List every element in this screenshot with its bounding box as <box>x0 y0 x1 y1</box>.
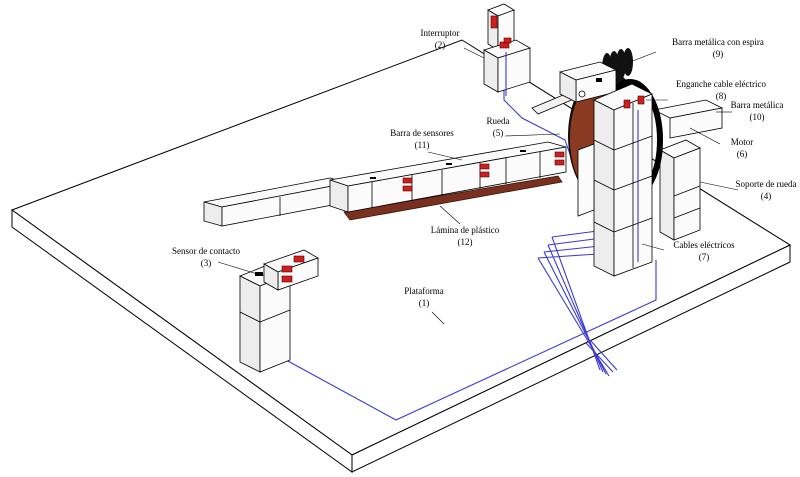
switch-tower <box>483 3 531 96</box>
label-barra-sensores: Barra de sensores <box>390 128 454 138</box>
wire-switch <box>503 78 573 161</box>
label-sensor-contacto-num: (3) <box>201 258 212 268</box>
label-plataforma-num: (1) <box>419 298 430 308</box>
label-soporte-num: (4) <box>761 191 772 201</box>
label-motor-num: (6) <box>737 149 748 159</box>
label-barra-espira: Barra metálica con espira <box>672 37 764 47</box>
label-motor: Motor <box>731 137 754 147</box>
label-cables-num: (7) <box>699 252 710 262</box>
long-bar <box>203 177 349 227</box>
label-cables: Cables eléctricos <box>673 240 735 250</box>
label-barra-sensores-num: (11) <box>415 140 430 150</box>
label-rueda: Rueda <box>487 116 510 126</box>
label-barra-metalica-num: (10) <box>750 112 765 122</box>
leader-lines <box>217 47 739 325</box>
label-enganche: Enganche cable eléctrico <box>676 79 766 89</box>
label-barra-espira-num: (9) <box>713 49 724 59</box>
motor-tower <box>577 83 653 277</box>
sensor-bar <box>329 141 567 213</box>
label-interruptor-num: (2) <box>435 40 446 50</box>
label-interruptor: Interruptor <box>421 28 460 38</box>
label-rueda-num: (5) <box>493 128 504 138</box>
label-soporte: Soporte de rueda <box>736 179 797 189</box>
platform <box>10 39 792 473</box>
label-lamina-num: (12) <box>458 237 473 247</box>
wires <box>285 78 657 421</box>
label-plataforma: Plataforma <box>404 286 444 296</box>
top-block <box>558 61 618 103</box>
label-sensor-contacto: Sensor de contacto <box>172 246 240 256</box>
label-enganche-num: (8) <box>716 91 727 101</box>
label-lamina: Lámina de plástico <box>431 225 500 235</box>
wheel-support <box>652 99 724 241</box>
contact-sensor-tower <box>239 249 319 373</box>
labels: Interruptor (2) Barra metálica con espir… <box>172 28 796 308</box>
plastic-sheet <box>343 175 563 221</box>
label-barra-metalica: Barra metálica <box>731 100 784 110</box>
